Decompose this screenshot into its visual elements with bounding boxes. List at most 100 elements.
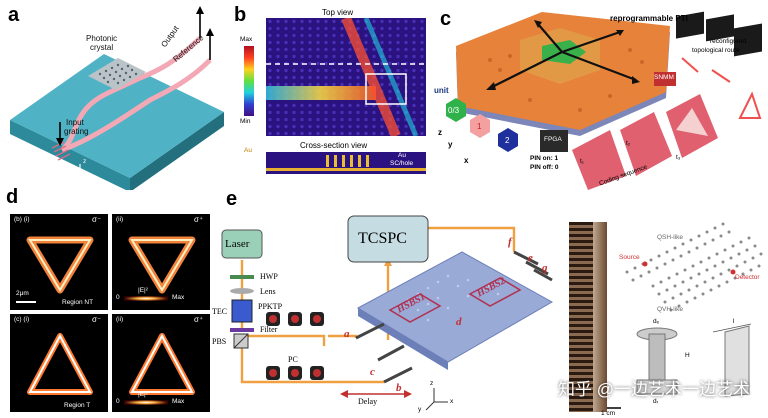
axis-x-a: x [92, 178, 96, 185]
port-d: d [456, 316, 462, 328]
crystal-holes [98, 63, 138, 85]
axis-y-a: y [64, 168, 68, 175]
panel-label-b: b [234, 4, 247, 26]
pc-label: PC [288, 355, 298, 364]
slab-front-face [10, 120, 130, 190]
panel-c-figure [446, 11, 762, 190]
delay-label: Delay [358, 397, 378, 406]
unit-1-label: 1 [477, 122, 482, 131]
sample-photo-2 [593, 222, 607, 412]
chip-fibers [355, 250, 553, 384]
qsh-label: QSH-like [657, 234, 684, 241]
laser-box [221, 229, 263, 259]
dc-label: dₑ [653, 318, 660, 325]
pin-off-label: PIN off: 0 [530, 164, 559, 171]
reconf-line1: reconfigured [710, 38, 747, 45]
port-g: g [542, 262, 548, 274]
colorbar-min: Min [240, 118, 251, 125]
ppktp-label: PPKTP [258, 302, 283, 311]
panel-b: b Max Min Top view Cross-section view Au… [230, 0, 430, 190]
panel-label-a: a [8, 4, 20, 26]
panel-label-e: e [226, 190, 238, 210]
panel-e-figure [221, 215, 553, 411]
label-ci: (c) (i) [14, 316, 30, 323]
tcspc-label: TCSPC [358, 230, 407, 247]
label-bi: (b) (i) [14, 216, 30, 223]
label-cii: (ii) [116, 316, 124, 323]
panel-d: d (b) (i) (ii) (c) ( [0, 186, 222, 418]
photonic-label: Photonic [86, 34, 118, 43]
qvh-label: QVH-like [657, 306, 684, 313]
axis-z-a: z [83, 158, 87, 165]
sigma-plus-1: σ⁺ [194, 215, 204, 224]
unit-0-3-hex [446, 98, 466, 122]
slab-top [10, 54, 224, 178]
map-ci [10, 314, 108, 412]
cylinder-rod [648, 333, 666, 381]
axis-y-c: y [448, 140, 453, 149]
h-label: H [685, 352, 690, 359]
panel-d-figure [10, 214, 210, 412]
field-beam-horizontal [266, 86, 376, 100]
unit-1-hex [470, 114, 490, 138]
tcspc-box [347, 215, 429, 263]
input-grating [51, 141, 71, 161]
fpga-chip [540, 130, 568, 152]
top-view-map [266, 18, 426, 136]
port-c: c [370, 366, 375, 378]
port-e: e [528, 252, 533, 264]
route-arrows [489, 23, 637, 89]
grating-label: grating [64, 127, 89, 136]
au-label: Au [244, 147, 252, 154]
t3-label: t₃ [676, 154, 681, 161]
axis-z-c: z [438, 128, 442, 137]
hsbs2-region [468, 277, 522, 307]
cbar-max-2: Max [172, 398, 185, 405]
hwp-label: HWP [260, 272, 278, 281]
filter [230, 328, 254, 332]
snmm-label: SNMM [654, 74, 674, 81]
t1-label: t₁ [580, 158, 584, 165]
panel-f-figure [599, 222, 763, 409]
l-label: l [733, 318, 735, 325]
cross-view-title: Cross-section view [300, 141, 368, 150]
input-label: Input [66, 118, 84, 127]
watermark: 知乎 @一边艺术一边艺术 [558, 380, 750, 399]
unit-0-3-label: 0/3 [448, 106, 460, 115]
filter-label: Filter [260, 325, 278, 334]
pti-title: reprogrammable PTI [610, 14, 688, 23]
unit-2-label: 2 [505, 136, 510, 145]
crystal-label: crystal [90, 43, 114, 52]
panel-f: f QSH-like QVH-like Source Detector H dₑ… [553, 186, 768, 418]
unit-label: unit [434, 86, 449, 95]
axis-x-c: x [464, 156, 469, 165]
detector-marker [730, 269, 736, 275]
cbar-zero-1: 0 [116, 294, 120, 301]
dr-label: dᵣ [653, 398, 659, 405]
cylinder-base [636, 379, 678, 395]
top-view-title: Top view [322, 8, 354, 17]
lattice-dots [625, 222, 763, 312]
colorbar-max: Max [240, 36, 253, 43]
photonic-crystal-patch [88, 58, 146, 90]
region-t: Region T [64, 402, 91, 409]
zoom-box [365, 73, 407, 105]
sigma-minus-2: σ⁻ [92, 315, 102, 324]
cbar-max-1: Max [172, 294, 185, 301]
t2-label: t₂ [626, 140, 631, 147]
panel-a-figure [10, 6, 224, 190]
e2-label: |E|² [138, 287, 148, 294]
source-marker [642, 261, 648, 267]
panel-label-d: d [6, 186, 19, 208]
port-f: f [508, 236, 512, 248]
sc-hole-label: SC/hole [390, 160, 414, 167]
sigma-plus-2: σ⁺ [194, 315, 204, 324]
hsbs1-region [388, 293, 442, 323]
detector-label: Detector [735, 274, 760, 281]
panel-a: a Photonic crystal Output Reference Inpu… [0, 0, 230, 190]
cross-section-map [266, 152, 426, 174]
fpga-label: FPGA [544, 136, 562, 143]
axis-y-e: y [418, 406, 422, 413]
lens-label: Lens [260, 287, 276, 296]
panel-label-c: c [440, 8, 452, 30]
